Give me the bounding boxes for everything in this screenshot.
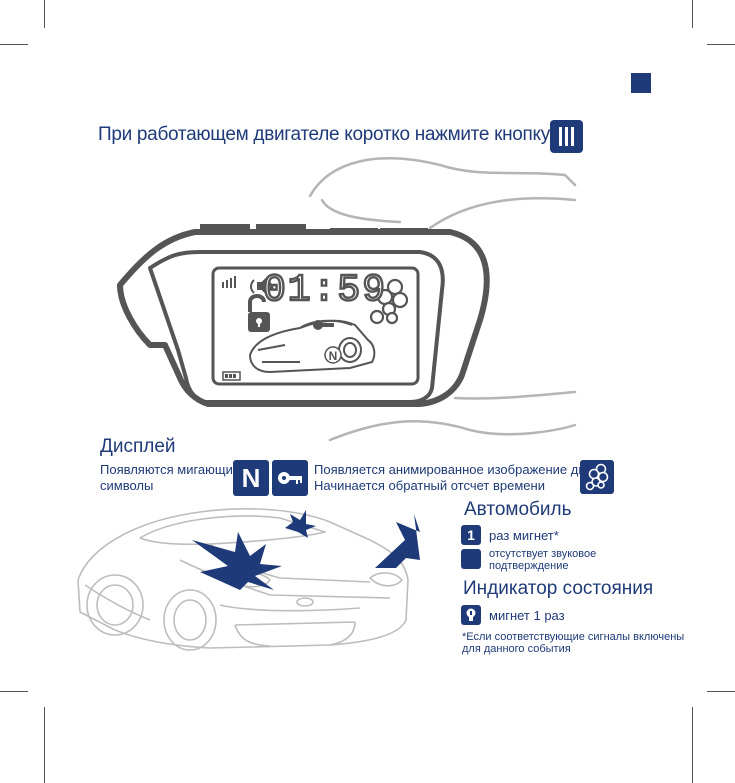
car-section-title: Автомобиль	[464, 499, 572, 520]
no-sound-badge	[461, 549, 481, 569]
button-three-bars-icon	[550, 120, 583, 153]
status-text: мигнет 1 раз	[489, 608, 565, 623]
sound-text-line1: отсутствует звуковое	[489, 548, 597, 560]
crop-mark	[707, 691, 735, 692]
display-section-title: Дисплей	[100, 436, 176, 457]
instruction-text: При работающем двигателе коротко нажмите…	[98, 124, 550, 145]
car-icon	[248, 319, 376, 374]
crop-mark	[44, 707, 45, 783]
headlight-flash-icons	[192, 510, 420, 590]
hand-outline	[308, 157, 577, 442]
smoke-text-line2: Начинается обратный отсчет времени	[314, 478, 545, 493]
smoke-badge-icon	[580, 460, 614, 494]
footnote-line1: *Если соответствующие сигналы включены	[462, 631, 685, 643]
key-icon	[313, 320, 334, 330]
lcd-time: 01:59	[263, 269, 387, 312]
blink-text: раз мигнет*	[489, 528, 559, 543]
blinking-text-line1: Появляются мигающие	[100, 462, 241, 477]
smoke-icon	[369, 278, 409, 325]
status-section-title: Индикатор состояния	[463, 578, 654, 599]
page-marker-square	[631, 73, 651, 93]
gear-n-letter: N	[329, 349, 338, 363]
speaker-icon	[250, 276, 273, 296]
crop-mark	[0, 691, 28, 692]
open-lock-icon	[248, 294, 270, 332]
blink-count-badge: 1	[461, 525, 481, 545]
sound-text-line2: подтверждение	[489, 560, 569, 572]
smoke-text-line1: Появляется анимированное изображение дым…	[314, 462, 604, 477]
crop-mark	[707, 44, 735, 45]
key-badge-icon	[272, 460, 308, 496]
blinking-text-line2: символы	[100, 478, 154, 493]
battery-icon	[222, 371, 241, 381]
car-illustration	[77, 508, 420, 651]
gear-n-icon	[324, 346, 342, 364]
crop-mark	[0, 44, 28, 45]
gear-n-badge: N	[233, 460, 269, 496]
crop-mark	[692, 707, 693, 783]
crop-mark	[44, 0, 45, 28]
crop-mark	[692, 0, 693, 28]
bulb-icon	[461, 605, 481, 625]
signal-icon	[222, 276, 236, 288]
footnote-line2: для данного события	[462, 643, 571, 655]
